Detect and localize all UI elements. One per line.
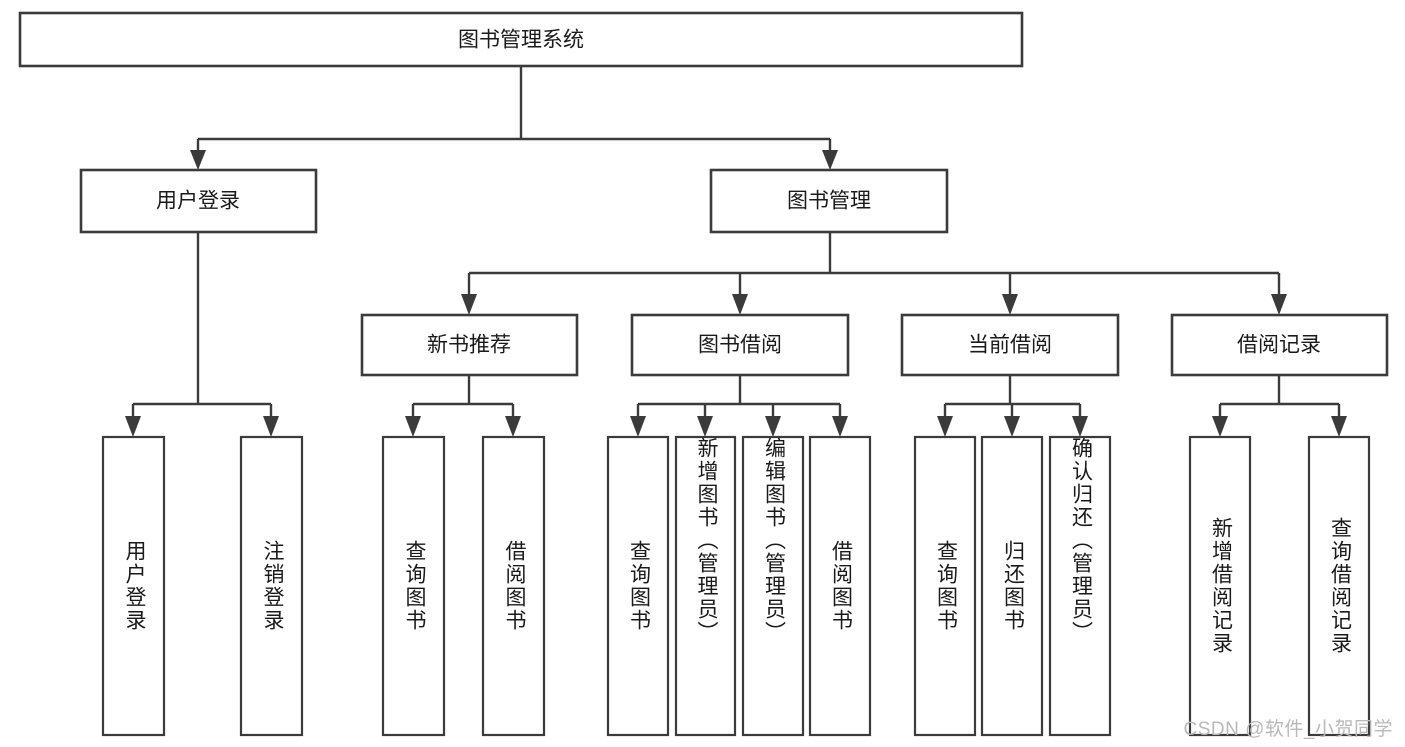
node-new-book-recommend-label: 新书推荐: [427, 334, 511, 357]
arrow-head-bb-to-edit-book: [765, 416, 781, 437]
node-borrow-records-label: 借阅记录: [1237, 334, 1321, 357]
node-user-login[interactable]: 用户登录: [79, 168, 318, 234]
node-book-borrow[interactable]: 图书借阅: [630, 313, 850, 377]
leaf-box-nbr-search-book[interactable]: [381, 435, 446, 737]
arrow-head-bb-to-borrow-book: [832, 416, 848, 437]
csdn-watermark: CSDN @软件_小贺同学: [1183, 719, 1393, 740]
connector-group-root: [190, 66, 838, 170]
node-book-management-box[interactable]: [709, 168, 949, 234]
arrow-head-bm-to-book-borrow: [732, 294, 748, 315]
node-new-book-recommend[interactable]: 新书推荐: [360, 313, 579, 377]
arrow-head-cb-to-return-book: [1004, 416, 1020, 437]
arrow-head-nbr-to-borrow-book: [505, 416, 521, 437]
leaf-boxes-borrow-records: [1188, 435, 1371, 737]
leaf-box-br-add-record[interactable]: [1188, 435, 1252, 737]
leaf-boxes-current-borrow: [913, 435, 1112, 737]
node-book-management-label: 图书管理: [787, 190, 871, 213]
arrow-head-bb-to-add-book: [697, 416, 713, 437]
leaf-box-user-login-login[interactable]: [101, 435, 166, 737]
arrow-head-bm-to-new-book: [461, 294, 477, 315]
leaf-box-user-login-logout[interactable]: [239, 435, 304, 737]
connector-group-book-borrow: [630, 375, 848, 437]
leaf-box-cb-confirm-return[interactable]: [1048, 435, 1112, 737]
arrow-head-ul-to-logout: [263, 416, 279, 437]
node-book-borrow-label: 图书借阅: [698, 334, 782, 357]
leaf-box-bb-borrow-book[interactable]: [808, 435, 872, 737]
node-user-login-label: 用户登录: [156, 190, 240, 213]
node-borrow-records[interactable]: 借阅记录: [1170, 313, 1389, 377]
leaf-box-br-search-record[interactable]: [1307, 435, 1371, 737]
node-book-borrow-box[interactable]: [630, 313, 850, 377]
arrow-head-br-to-add-record: [1212, 416, 1228, 437]
node-new-book-recommend-box[interactable]: [360, 313, 579, 377]
arrow-head-cb-to-search-book: [937, 416, 953, 437]
leaf-box-bb-search-book[interactable]: [606, 435, 670, 737]
node-borrow-records-box[interactable]: [1170, 313, 1389, 377]
connector-group-new-book-recommend: [405, 375, 521, 437]
connector-group-current-borrow: [937, 375, 1088, 437]
arrow-head-bb-to-search-book: [630, 416, 646, 437]
arrow-head-ul-to-login: [125, 416, 141, 437]
connector-group-borrow-records: [1212, 375, 1347, 437]
arrow-head-bm-to-current-borrow: [1002, 294, 1018, 315]
arrow-head-root-to-book-manage: [822, 150, 838, 170]
node-root-book-management-system[interactable]: 图书管理系统: [18, 11, 1024, 68]
node-root-box[interactable]: [18, 11, 1024, 68]
arrow-head-br-to-search-record: [1331, 416, 1347, 437]
node-root-label: 图书管理系统: [458, 29, 584, 52]
leaf-boxes-new-book-recommend: [381, 435, 546, 737]
arrow-head-bm-to-borrow-records: [1271, 294, 1287, 315]
leaf-box-bb-edit-book[interactable]: [741, 435, 805, 737]
leaf-boxes-user-login: [101, 435, 304, 737]
connector-group-user-login: [125, 232, 279, 437]
arrow-head-root-to-user-login: [190, 150, 206, 170]
node-book-management[interactable]: 图书管理: [709, 168, 949, 234]
node-current-borrow-box[interactable]: [900, 313, 1120, 377]
leaf-boxes-book-borrow: [606, 435, 872, 737]
arrow-head-cb-to-confirm-return: [1072, 416, 1088, 437]
leaf-box-cb-search-book[interactable]: [913, 435, 977, 737]
leaf-box-nbr-borrow-book[interactable]: [481, 435, 546, 737]
node-user-login-box[interactable]: [79, 168, 318, 234]
leaf-box-cb-return-book[interactable]: [980, 435, 1044, 737]
node-current-borrow-label: 当前借阅: [968, 334, 1052, 357]
arrow-head-nbr-to-search-book: [405, 416, 421, 437]
connector-group-book-manage: [461, 232, 1287, 315]
leaf-box-bb-add-book[interactable]: [674, 435, 737, 737]
node-current-borrow[interactable]: 当前借阅: [900, 313, 1120, 377]
